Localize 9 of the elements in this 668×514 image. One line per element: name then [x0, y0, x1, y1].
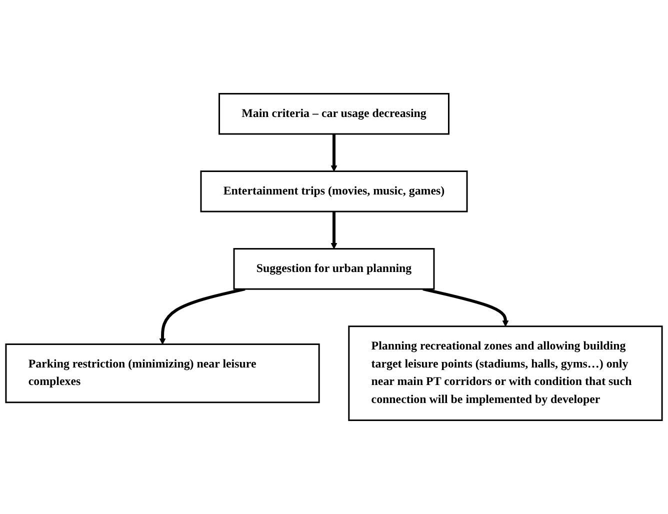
- node-box: Suggestion for urban planning: [233, 248, 435, 290]
- node-box: Parking restriction (minimizing) near leisure complexes: [5, 343, 320, 404]
- node-box: Entertainment trips (movies, music, games): [200, 170, 468, 212]
- arrow: [159, 288, 246, 345]
- arrow: [422, 288, 509, 327]
- arrow: [330, 134, 338, 172]
- arrow: [330, 212, 338, 250]
- node-box: Planning recreational zones and allowing building target leisure points (stadiums, halls, gyms…) only near main PT corridors or with condition that such connection will be implemented by developer: [348, 326, 663, 422]
- node-box: Main criteria – car usage decreasing: [218, 92, 450, 135]
